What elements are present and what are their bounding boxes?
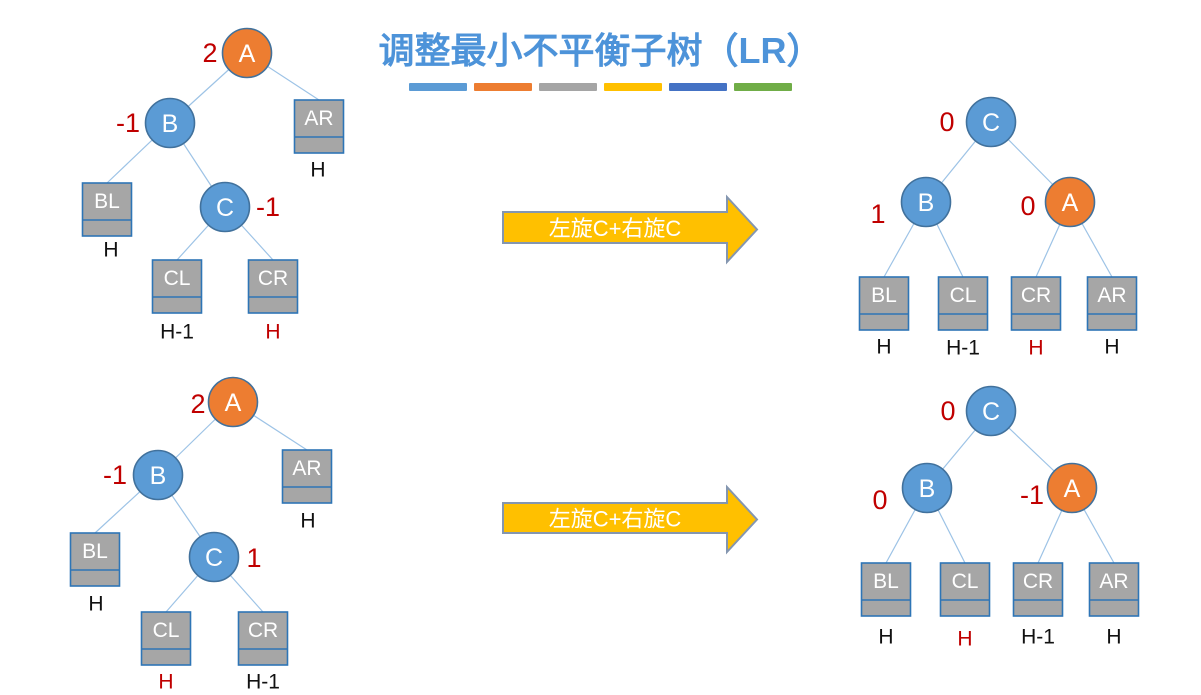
- tree-after-case-2-node-A: [1046, 462, 1098, 514]
- tree-before-case-2-height-label-AR: H: [300, 510, 315, 533]
- tree-before-case-2-subtree-box-AR: [281, 449, 333, 504]
- tree-after-case-2-node-B: [901, 462, 953, 514]
- tree-after-case-1-node-label-C: C: [982, 109, 1000, 137]
- tree-before-case-1-subtree-label-CL: CL: [164, 267, 191, 290]
- rotation-arrow-1: [502, 194, 759, 265]
- tree-after-case-1-subtree-label-CR: CR: [1021, 284, 1051, 307]
- tree-before-case-1-subtree-label-CR: CR: [258, 267, 288, 290]
- tree-after-case-2-node-label-B: B: [919, 475, 936, 503]
- tree-before-case-1-subtree-box-BL: [81, 182, 133, 237]
- tree-before-case-2-node-label-C: C: [205, 544, 223, 572]
- tree-before-case-1-node-label-A: A: [239, 40, 256, 68]
- tree-before-case-2-subtree-label-CL: CL: [153, 619, 180, 642]
- tree-after-case-2-subtree-box-AR: [1088, 562, 1140, 617]
- tree-after-case-2-height-label-CL: H: [957, 628, 972, 651]
- tree-before-case-2-node-B: [132, 449, 184, 501]
- page-title: 调整最小不平衡子树（LR）: [378, 30, 823, 71]
- tree-before-case-1-node-C: [199, 181, 251, 233]
- tree-before-case-2-subtree-label-CR: CR: [248, 619, 278, 642]
- tree-before-case-2-subtree-box-CR: [237, 611, 289, 666]
- tree-before-case-2-balance-factor-B: -1: [103, 460, 127, 490]
- tree-after-case-1-node-label-A: A: [1062, 189, 1079, 217]
- accent-bar-4: [604, 83, 662, 91]
- tree-after-case-2-balance-factor-C: 0: [940, 396, 955, 426]
- tree-after-case-2-node-C: [965, 385, 1017, 437]
- tree-after-case-2-height-label-BL: H: [878, 626, 893, 649]
- accent-bar-5: [669, 83, 727, 91]
- tree-after-case-2-balance-factor-A: -1: [1020, 480, 1044, 510]
- accent-bar-1: [409, 83, 467, 91]
- tree-after-case-1-subtree-box-BL: [858, 276, 910, 331]
- rotation-arrow-2: [502, 484, 759, 555]
- tree-after-case-1-node-A: [1044, 176, 1096, 228]
- tree-before-case-2-height-label-CL: H: [158, 671, 173, 694]
- tree-before-case-2-node-C: [188, 531, 240, 583]
- tree-before-case-1-balance-factor-C: -1: [256, 192, 280, 222]
- tree-before-case-1-node-label-B: B: [162, 110, 179, 138]
- tree-after-case-1-subtree-label-CL: CL: [950, 284, 977, 307]
- tree-before-case-1-subtree-box-CR: [247, 259, 299, 314]
- tree-before-case-2-balance-factor-A: 2: [190, 389, 205, 419]
- tree-after-case-1-subtree-box-CL: [937, 276, 989, 331]
- tree-before-case-1-node-label-C: C: [216, 194, 234, 222]
- tree-before-case-2-balance-factor-C: 1: [246, 543, 261, 573]
- tree-after-case-1-subtree-label-BL: BL: [871, 284, 897, 307]
- tree-after-case-1-node-C: [965, 96, 1017, 148]
- tree-after-case-2-node-label-C: C: [982, 398, 1000, 426]
- tree-before-case-1-node-B: [144, 97, 196, 149]
- tree-before-case-1-subtree-label-AR: AR: [304, 107, 333, 130]
- tree-after-case-1-balance-factor-B: 1: [870, 199, 885, 229]
- accent-bar-6: [734, 83, 792, 91]
- tree-after-case-2-subtree-label-AR: AR: [1099, 570, 1128, 593]
- tree-after-case-2-subtree-box-CR: [1012, 562, 1064, 617]
- rotation-arrow-label-1: 左旋C+右旋C: [549, 216, 682, 241]
- tree-after-case-2-subtree-label-CL: CL: [952, 570, 979, 593]
- tree-before-case-2-subtree-box-CL: [140, 611, 192, 666]
- tree-after-case-1-subtree-box-AR: [1086, 276, 1138, 331]
- tree-before-case-1-subtree-label-BL: BL: [94, 190, 120, 213]
- tree-before-case-1-height-label-CL: H-1: [160, 321, 194, 344]
- tree-after-case-2-balance-factor-B: 0: [872, 485, 887, 515]
- title-underline-bars: [0, 83, 1201, 91]
- accent-bar-3: [539, 83, 597, 91]
- tree-after-case-2-node-label-A: A: [1064, 475, 1081, 503]
- tree-before-case-1-height-label-AR: H: [310, 159, 325, 182]
- accent-bar-2: [474, 83, 532, 91]
- tree-before-case-1-height-label-CR: H: [265, 321, 280, 344]
- tree-before-case-1-balance-factor-A: 2: [202, 38, 217, 68]
- tree-before-case-2-node-A: [207, 376, 259, 428]
- tree-after-case-2-height-label-AR: H: [1106, 626, 1121, 649]
- tree-after-case-1-balance-factor-A: 0: [1020, 191, 1035, 221]
- tree-before-case-1-balance-factor-B: -1: [116, 108, 140, 138]
- tree-after-case-2-subtree-box-BL: [860, 562, 912, 617]
- tree-after-case-1-node-label-B: B: [918, 189, 935, 217]
- tree-before-case-1-subtree-box-CL: [151, 259, 203, 314]
- tree-before-case-2-node-label-B: B: [150, 462, 167, 490]
- tree-after-case-1-subtree-box-CR: [1010, 276, 1062, 331]
- tree-before-case-2-subtree-label-AR: AR: [292, 457, 321, 480]
- tree-after-case-1-height-label-BL: H: [876, 336, 891, 359]
- tree-after-case-2-subtree-label-BL: BL: [873, 570, 899, 593]
- tree-after-case-2-subtree-box-CL: [939, 562, 991, 617]
- tree-after-case-1-height-label-CR: H: [1028, 337, 1043, 360]
- tree-before-case-1-subtree-box-AR: [293, 99, 345, 154]
- tree-before-case-2-subtree-box-BL: [69, 532, 121, 587]
- tree-after-case-2-height-label-CR: H-1: [1021, 626, 1055, 649]
- tree-before-case-2-height-label-CR: H-1: [246, 671, 280, 694]
- tree-before-case-2-height-label-BL: H: [88, 593, 103, 616]
- tree-after-case-1-height-label-AR: H: [1104, 336, 1119, 359]
- tree-before-case-2-node-label-A: A: [225, 389, 242, 417]
- tree-after-case-2-subtree-label-CR: CR: [1023, 570, 1053, 593]
- tree-after-case-1-balance-factor-C: 0: [939, 107, 954, 137]
- tree-before-case-1-height-label-BL: H: [103, 239, 118, 262]
- tree-before-case-2-subtree-label-BL: BL: [82, 540, 108, 563]
- rotation-arrow-label-2: 左旋C+右旋C: [549, 507, 682, 532]
- tree-after-case-1-node-B: [900, 176, 952, 228]
- tree-after-case-1-subtree-label-AR: AR: [1097, 284, 1126, 307]
- tree-after-case-1-height-label-CL: H-1: [946, 337, 980, 360]
- tree-before-case-1-node-A: [221, 27, 273, 79]
